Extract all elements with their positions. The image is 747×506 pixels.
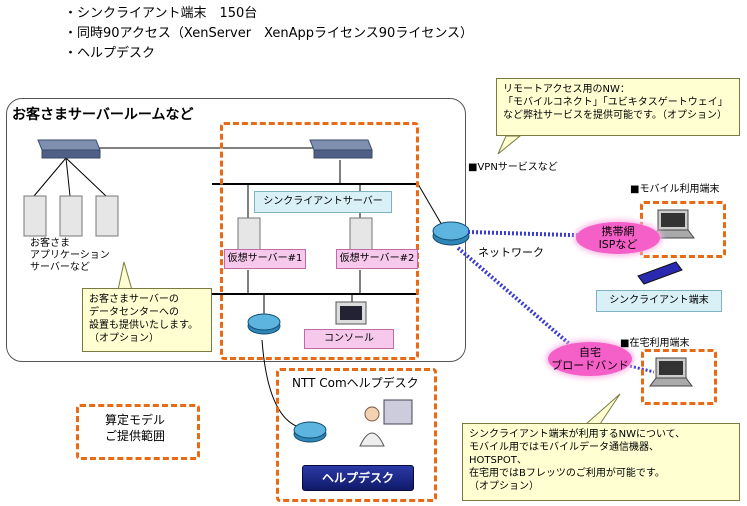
thin-client-terminal-label: シンクライアント端末 [596,290,722,312]
requirements-list: ・シンクライアント端末 150台 ・同時90アクセス（XenServer Xen… [64,4,473,64]
mobile-terminal-label: ■モバイル利用端末 [630,184,720,195]
home-broadband-cloud: 自宅 ブロードバンド [548,342,632,376]
requirement-item: ・シンクライアント端末 150台 [64,6,258,21]
isp-cloud: 携帯網 ISPなど [576,222,660,254]
home-terminal-label: ■在宅利用端末 [620,338,690,349]
switch-icon [309,139,373,159]
router-icon [293,421,327,443]
network-label: ネットワーク [478,246,544,259]
console-pc-icon [335,301,367,325]
remote-nw-callout: リモートアクセス用のNW： 「モバイルコネクト」「ユビキタスゲートウェイ」 など… [496,78,740,136]
server-room-title: お客さまサーバールームなど [12,107,194,123]
scope-home-terminal [641,349,717,405]
switch-icon [37,139,101,159]
console-label: コンソール [304,329,394,349]
requirement-item: ・ヘルプデスク [64,46,156,61]
vpn-label: ■VPNサービスなど [468,162,558,173]
helpdesk-title: NTT Comヘルプデスク [292,376,419,390]
server-icon [23,195,119,237]
requirement-item: ・同時90アクセス（XenServer XenAppライセンス90ライセンス） [64,26,474,41]
laptop-icon [651,209,695,239]
server-option-callout: お客さまサーバーの データセンターへの 設置も提供いたします。 （オプション） [82,288,212,352]
vpn-link-home [456,246,576,350]
scope-legend-label: 算定モデル ご提供範囲 [104,413,165,443]
scope-helpdesk [276,368,437,502]
thin-client-nw-callout: シンクライアント端末が利用するNWについて、 モバイル用ではモバイルデータ通信機… [462,423,740,501]
thin-client-server-label: シンクライアントサーバー [254,191,392,213]
virtual-server-2: 仮想サーバー#2 [336,249,418,269]
helpdesk-badge: ヘルプデスク [302,465,414,491]
app-server-label: お客さま アプリケーション サーバーなど [30,238,110,273]
scope-datacenter [220,122,419,360]
server-icon [237,217,373,255]
scope-legend [76,404,200,460]
data-card-icon [637,261,683,285]
helpdesk-operator-icon [359,399,413,447]
virtual-server-1: 仮想サーバー#1 [224,249,306,269]
router-icon [247,313,281,335]
router-icon [432,221,470,246]
laptop-icon [649,357,693,387]
